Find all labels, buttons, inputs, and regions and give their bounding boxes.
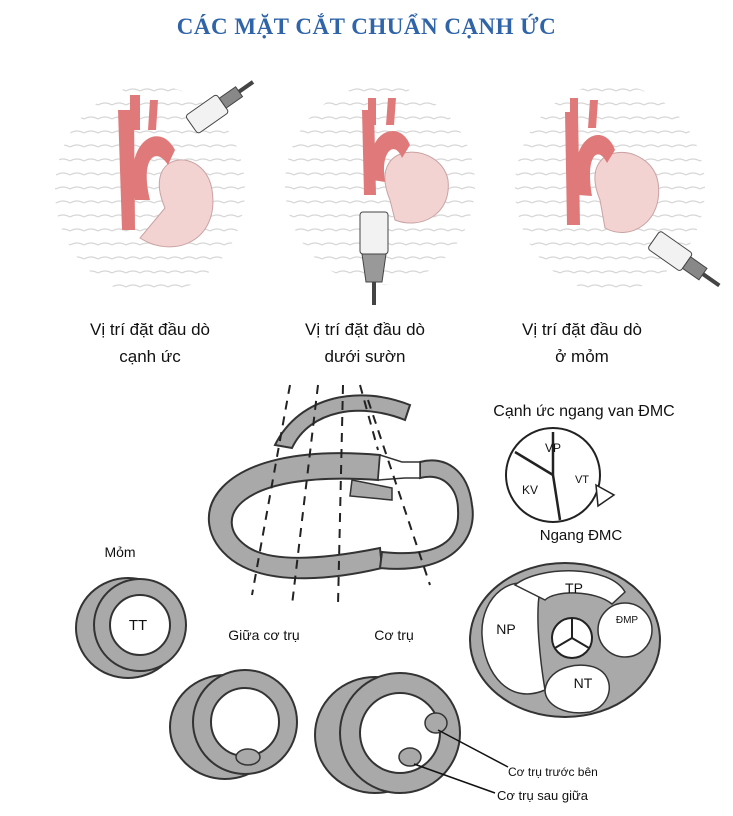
cusp-vt-label: VT: [575, 474, 589, 486]
arch-vessels: [368, 98, 396, 125]
caption-subcostal: Vị trí đặt đầu dò dưới sườn: [265, 316, 465, 370]
left-atrium-cavity: [544, 664, 610, 714]
small-valve-commissures: [554, 618, 590, 649]
chamber-nt-label: NT: [574, 675, 593, 691]
mid-papillary-title: Giữa cơ trụ: [228, 627, 299, 643]
long-axis-heart: [207, 384, 474, 606]
page-title: CÁC MẶT CẮT CHUẨN CẠNH ỨC: [176, 14, 557, 39]
caption-apical-line1: Vị trí đặt đầu dò: [521, 320, 643, 339]
posteromedial-papillary-label: Cơ trụ sau giữa: [497, 788, 589, 803]
vena-cava: [118, 110, 135, 230]
aortic-level-view: [469, 562, 661, 718]
heart-shape: [594, 152, 660, 233]
mid-papillary-cavity: [210, 687, 280, 757]
anterolateral-papillary-label: Cơ trụ trước bên: [508, 765, 598, 779]
rvot-cavity: [513, 570, 626, 605]
aortic-root: [377, 453, 421, 481]
rib-cage: [55, 85, 245, 295]
heart-shape: [139, 159, 214, 248]
vena-cava: [565, 112, 580, 225]
chamber-tp-label: TP: [565, 580, 583, 596]
pulmonary-artery-cavity: [597, 602, 653, 658]
subcostal-probe-figure: [285, 85, 475, 305]
caption-subcostal-line1: Vị trí đặt đầu dò: [304, 320, 426, 339]
aortic-arch: [132, 136, 175, 200]
cusp-kv-label: KV: [522, 483, 538, 497]
arch-vessels: [570, 98, 598, 128]
caption-apical: Vị trí đặt đầu dò ở mỏm: [482, 316, 682, 370]
aortic-valve-view: [505, 427, 616, 523]
aortic-arch: [370, 130, 410, 182]
chamber-np-label: NP: [496, 621, 515, 637]
caption-apical-line2: ở mỏm: [555, 347, 609, 366]
arch-vessels: [130, 95, 158, 130]
aortic-level-title: Ngang ĐMC: [540, 527, 623, 544]
aortic-valve-title: Cạnh ức ngang van ĐMC: [493, 403, 674, 420]
mid-papillary-view: [169, 669, 298, 780]
valve-commissures: [514, 432, 562, 521]
right-atrium-cavity: [481, 582, 546, 695]
posteromedial-leader: [413, 763, 496, 794]
papillary-title: Cơ trụ: [374, 627, 414, 643]
cusp-vp-label: VP: [545, 441, 561, 455]
aortic-arch: [575, 135, 615, 196]
mitral-leaflet: [349, 479, 393, 501]
mid-papillary-muscle: [235, 748, 261, 766]
heart-shape: [384, 151, 449, 224]
caption-parasternal-line2: cạnh ức: [119, 347, 181, 366]
apex-title: Mỏm: [104, 544, 135, 560]
posteromedial-papillary-muscle: [398, 747, 422, 767]
rib-cage: [285, 85, 475, 285]
apex-view: [75, 577, 187, 679]
coronary-ostium: [595, 483, 616, 508]
apical-probe-figure: [515, 84, 721, 292]
apex-cavity: [109, 594, 171, 656]
caption-parasternal: Vị trí đặt đầu dò cạnh ức: [50, 316, 250, 370]
parasternal-probe-figure: [55, 80, 255, 295]
anterolateral-papillary-muscle: [424, 712, 448, 734]
ultrasound-probe: [648, 231, 721, 288]
caption-subcostal-line2: dưới sườn: [324, 347, 406, 366]
papillary-view: [314, 672, 509, 794]
caption-parasternal-line1: Vị trí đặt đầu dò: [89, 320, 211, 339]
anterolateral-leader: [437, 729, 509, 768]
scan-planes: [251, 384, 431, 606]
ultrasound-probe: [185, 80, 255, 134]
ultrasound-probe: [359, 211, 389, 305]
chamber-dmp-label: ĐMP: [616, 615, 639, 626]
apex-cavity-label: TT: [129, 617, 147, 634]
left-ventricle-wall: [207, 452, 384, 580]
